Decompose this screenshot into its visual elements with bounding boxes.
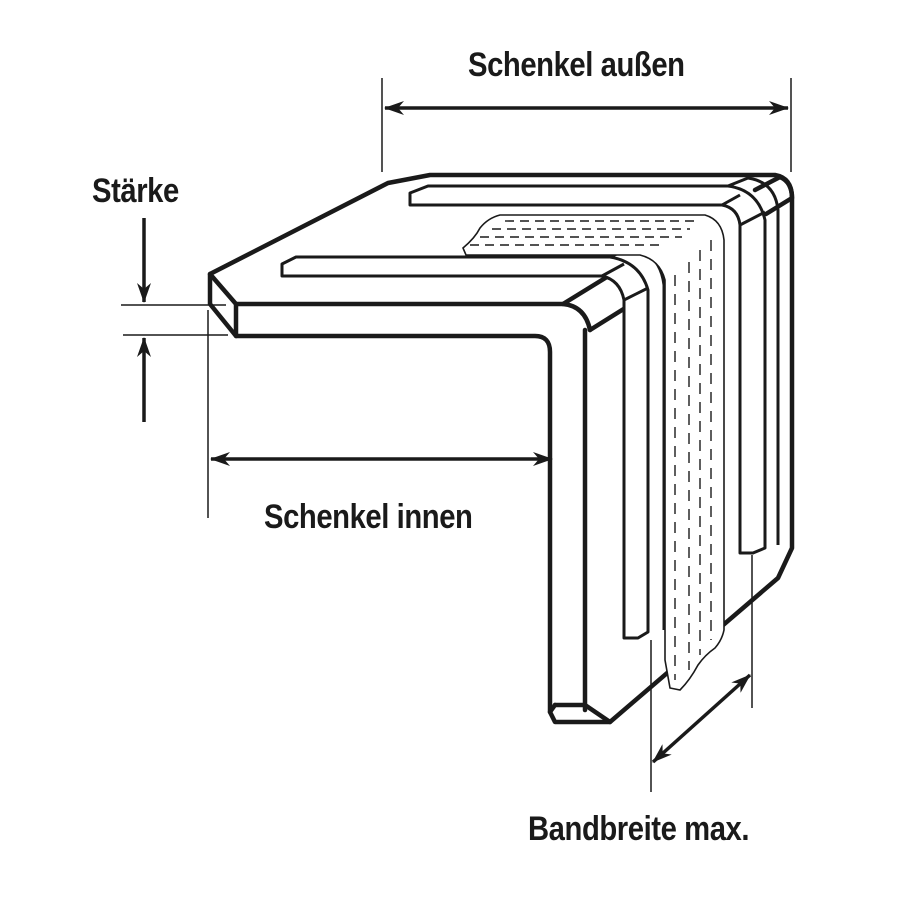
label-staerke: Stärke xyxy=(92,172,179,210)
dimension-schenkel-aussen xyxy=(381,78,792,172)
dimension-bandbreite xyxy=(650,555,753,792)
dimension-staerke xyxy=(121,218,228,518)
strapping-band xyxy=(462,214,725,691)
label-bandbreite-max: Bandbreite max. xyxy=(528,810,750,848)
label-schenkel-aussen: Schenkel außen xyxy=(468,46,685,84)
label-schenkel-innen: Schenkel innen xyxy=(264,498,473,536)
